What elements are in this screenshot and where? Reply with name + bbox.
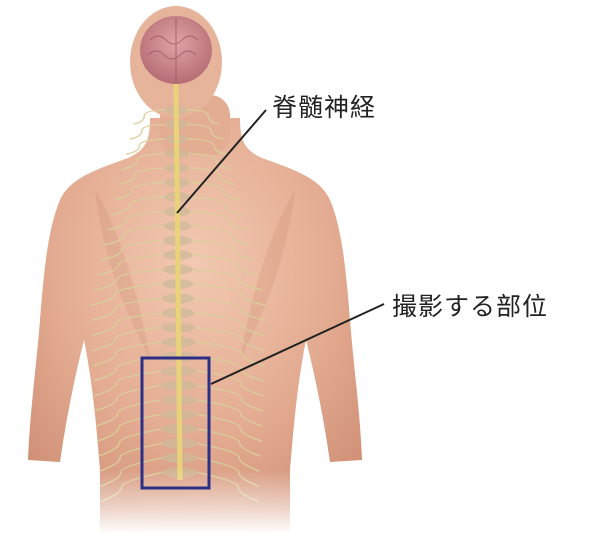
bottom-fade	[0, 470, 593, 534]
label-spinal-nerve: 脊髄神経	[272, 88, 376, 124]
label-imaging-area: 撮影する部位	[392, 287, 548, 323]
